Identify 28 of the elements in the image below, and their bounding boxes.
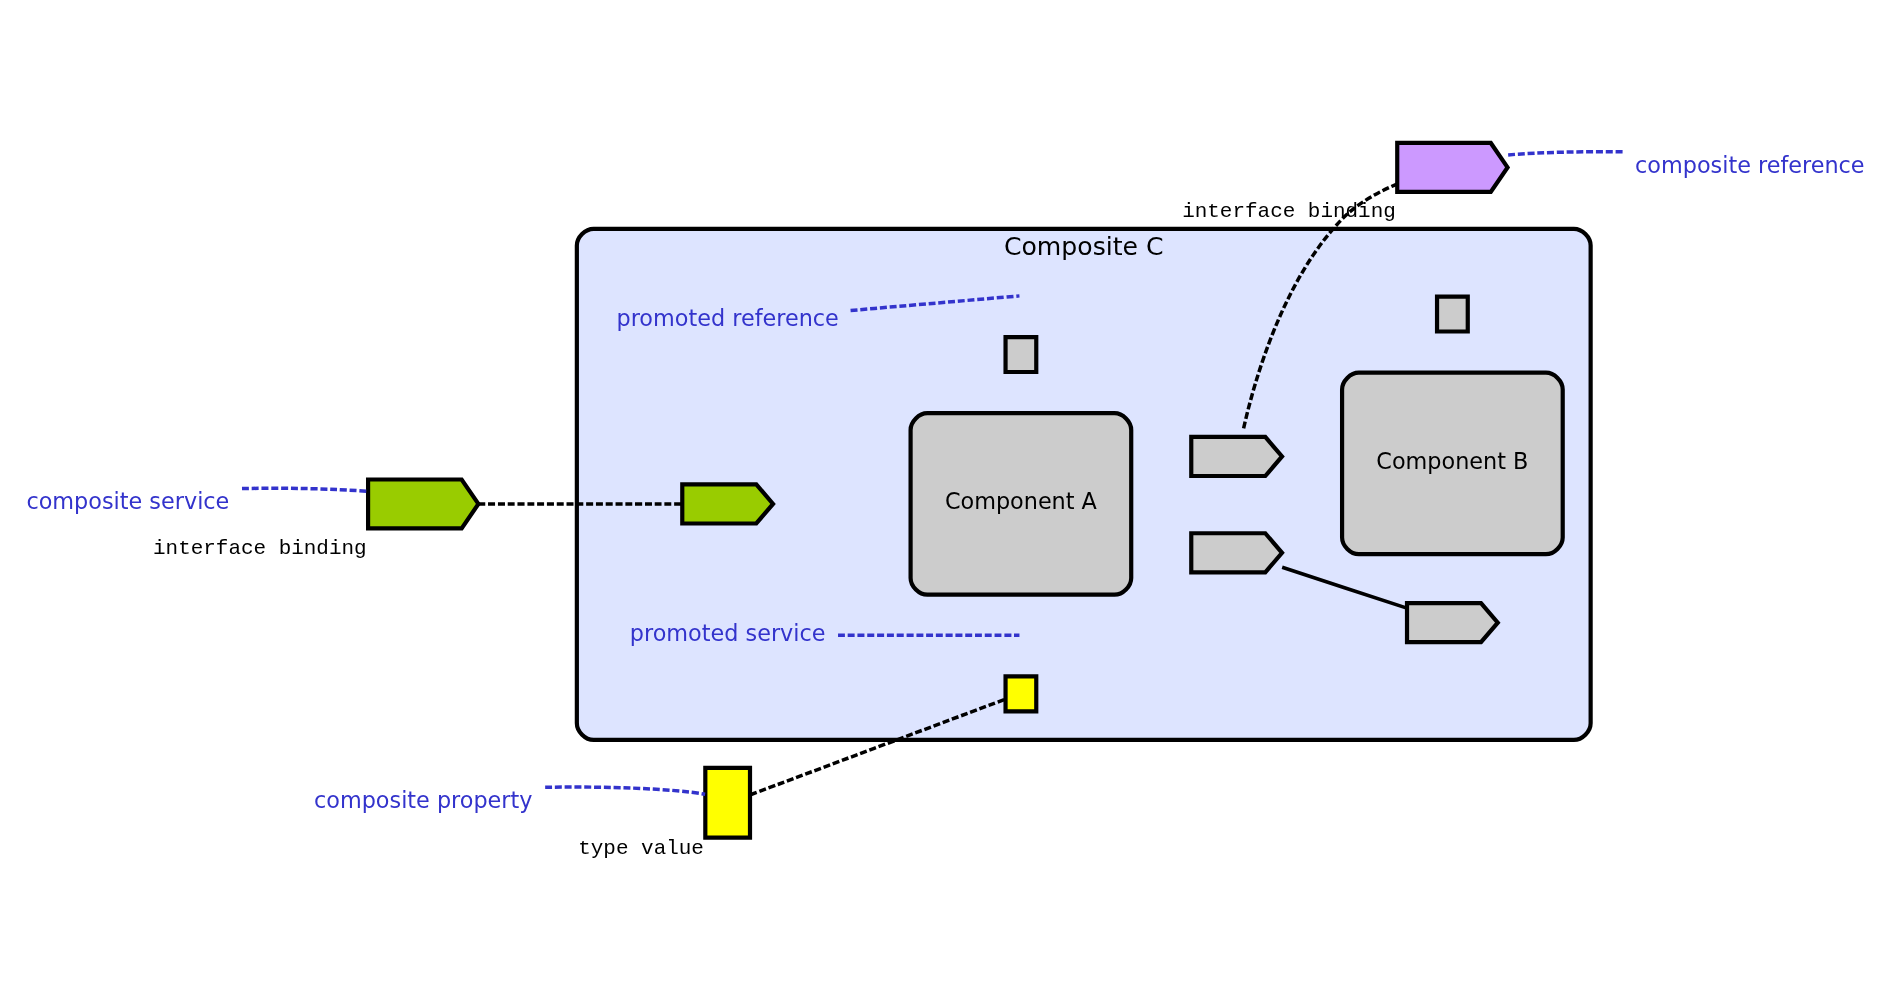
node-chevron (1189, 531, 1285, 575)
node-chevron (1395, 140, 1511, 194)
node-box (1003, 334, 1039, 375)
node-text: promoted service (629, 619, 826, 646)
connector (478, 502, 683, 506)
node-box (1003, 674, 1039, 714)
node-label: interface binding (153, 536, 367, 560)
node-chevron (1189, 434, 1285, 479)
node-box: Component A (908, 411, 1134, 597)
node-box (1434, 294, 1470, 334)
connector (850, 294, 1020, 313)
node-text: composite property (313, 787, 533, 814)
connector (241, 486, 369, 494)
connector (1281, 565, 1408, 610)
node-text: promoted reference (616, 305, 839, 332)
node-chevron (366, 477, 481, 531)
node-box (703, 765, 753, 840)
connector (749, 697, 1006, 797)
node-chevron (1404, 601, 1501, 645)
connector (545, 785, 706, 796)
node-chevron (680, 482, 776, 526)
node-box: Component B (1340, 370, 1565, 557)
node-text: composite reference (1635, 151, 1865, 178)
connector (1241, 182, 1398, 429)
connector (838, 633, 1020, 637)
node-label: type value (578, 837, 704, 861)
node-text: composite service (26, 488, 230, 515)
connector (1507, 149, 1623, 157)
